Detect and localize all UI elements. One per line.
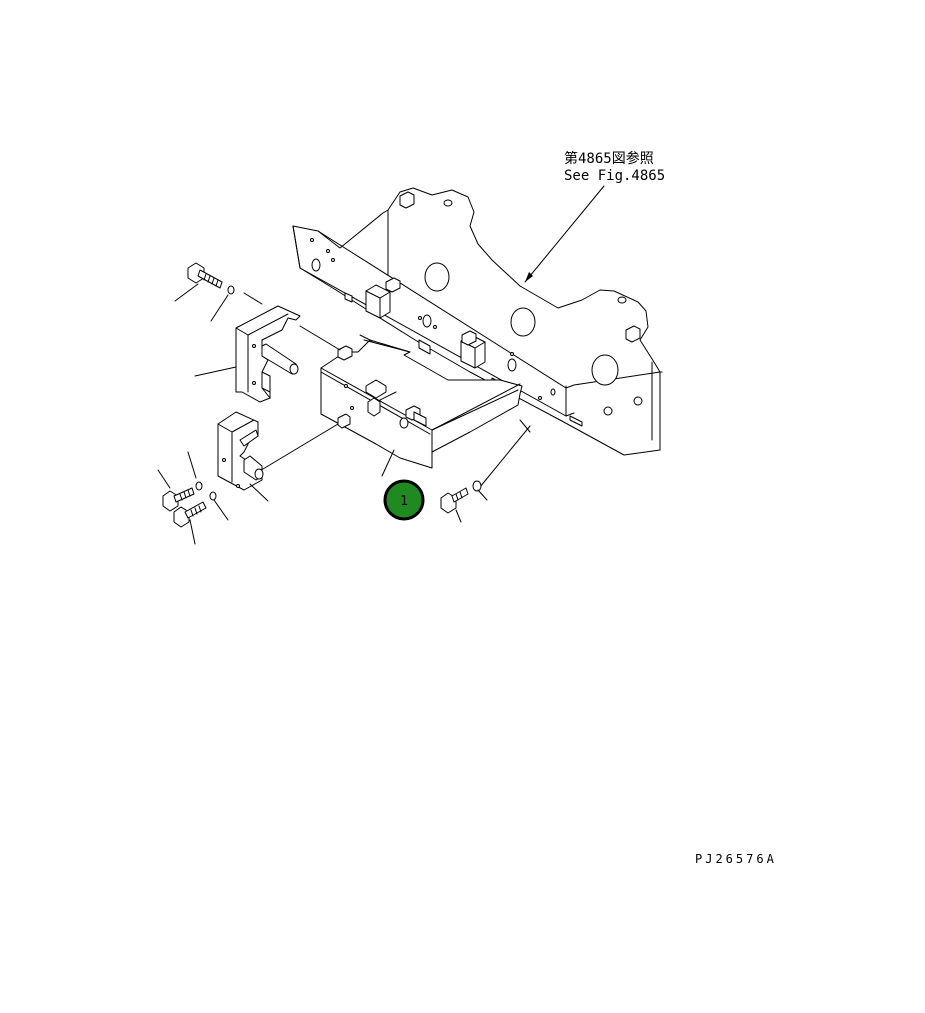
- upper-bracket: [235, 305, 301, 403]
- leader-lines: [157, 283, 488, 545]
- guard-plate-part-1: [320, 334, 531, 469]
- reference-note-en: See Fig.4865: [564, 168, 665, 184]
- lower-bracket: [217, 411, 264, 491]
- assembly-lines: [243, 292, 531, 488]
- drawing-code: PJ26576A: [695, 852, 777, 866]
- callout-1[interactable]: 1: [383, 479, 425, 521]
- fasteners: [162, 262, 482, 528]
- main-frame: [292, 187, 663, 456]
- reference-leader: [524, 185, 605, 283]
- reference-note-jp: 第4865図参照: [564, 150, 654, 167]
- callout-1-badge[interactable]: [383, 479, 425, 521]
- callout-1-label[interactable]: 1: [400, 494, 408, 509]
